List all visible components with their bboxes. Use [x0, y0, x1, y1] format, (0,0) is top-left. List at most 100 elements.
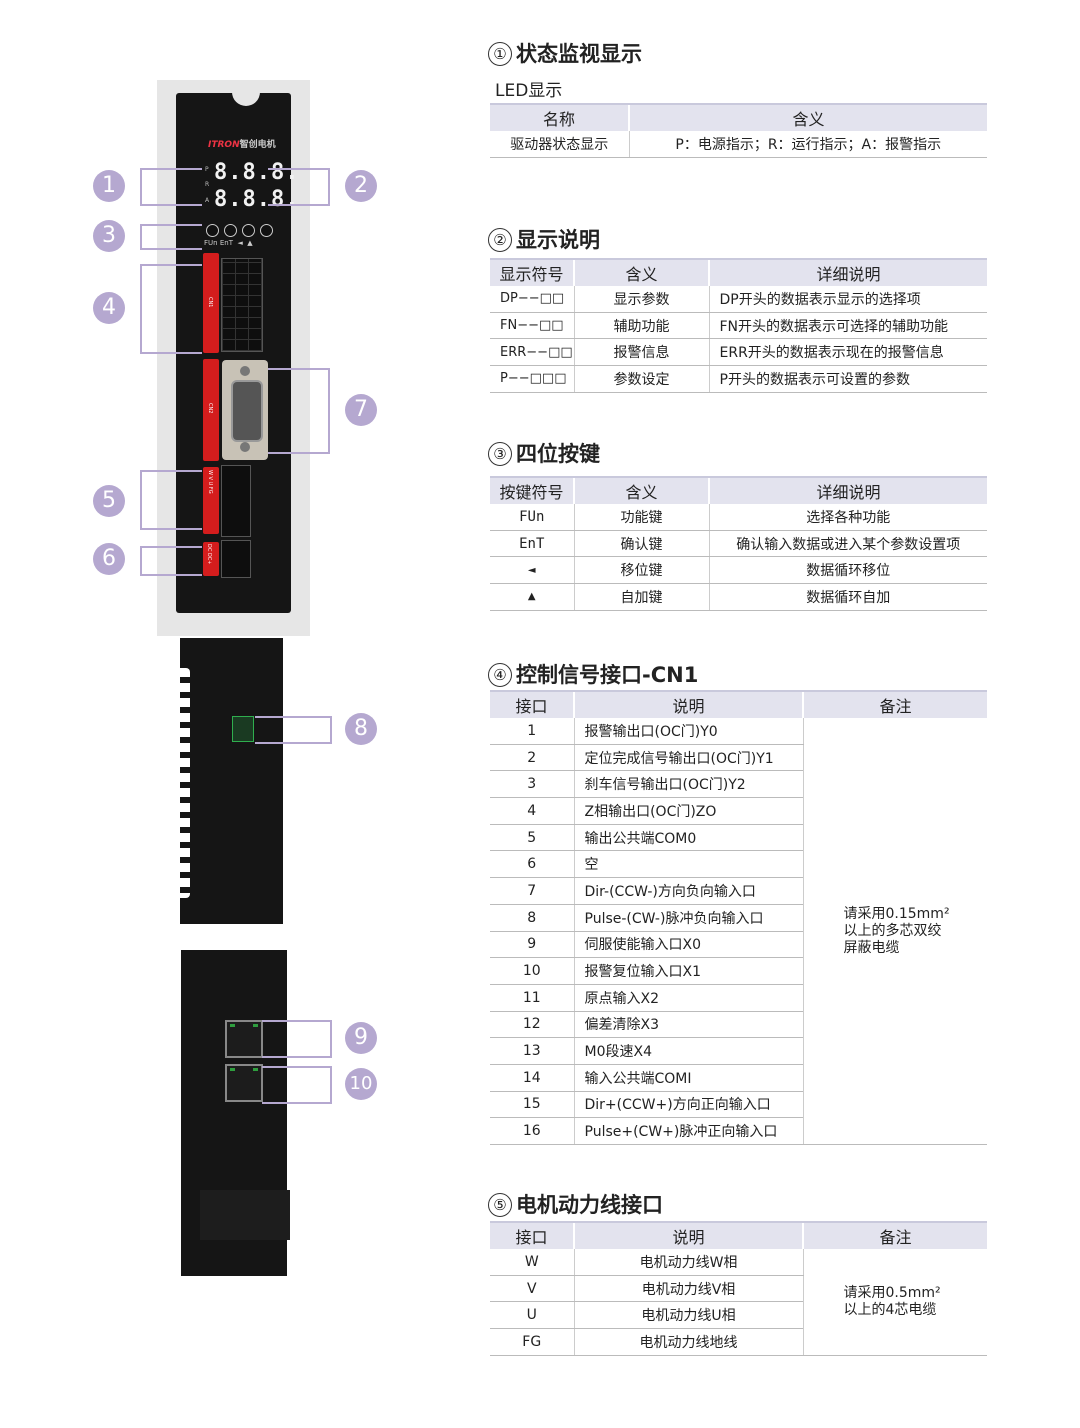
pin-note-line: 请采用0.5mm² — [843, 1284, 941, 1301]
pin-note-line: 请采用0.15mm² — [843, 905, 950, 922]
sec3-header: 详细说明 — [708, 476, 987, 504]
seven-seg-display-bottom: 8.8.8. — [214, 187, 300, 212]
pin-description: 空 — [573, 850, 803, 879]
side-view-fins — [180, 668, 190, 898]
callout-3: 3 — [93, 220, 125, 252]
sec1-header-name: 名称 — [490, 103, 629, 131]
pin-note-line: 以上的多芯双绞 — [843, 922, 942, 939]
sec5-header: 接口 — [490, 1221, 574, 1249]
sec2-cell: 辅助功能 — [573, 312, 709, 340]
callout-6: 6 — [93, 543, 125, 575]
fun-key[interactable] — [206, 224, 219, 237]
pin-number: 16 — [490, 1117, 574, 1145]
callout-3-bracket — [140, 224, 202, 250]
pin-number: 1 — [490, 718, 574, 745]
sec2-cell: 报警信息 — [573, 338, 709, 367]
ent-key[interactable] — [224, 224, 237, 237]
cn2-db9-connector[interactable] — [222, 360, 268, 460]
led-r-label: R — [205, 181, 210, 188]
pin-description: Dir-(CCW-)方向负向输入口 — [573, 877, 803, 905]
callout-2: 2 — [345, 170, 377, 202]
side-green-connector[interactable] — [232, 716, 254, 742]
cn1-red-strip: CN1 — [203, 253, 219, 353]
callout-4-bracket — [140, 264, 202, 354]
pin-description: Pulse-(CW-)脉冲负向输入口 — [573, 904, 803, 932]
callout-10-bracket — [262, 1066, 332, 1104]
sec5-header: 备注 — [802, 1221, 987, 1249]
sec2-cell: DP−−□□ — [490, 286, 574, 313]
callout-7-bracket — [268, 368, 330, 454]
sec2-cell: P开头的数据表示可设置的参数 — [708, 365, 987, 393]
pin-description: 电机动力线W相 — [573, 1249, 803, 1276]
pin-number: 10 — [490, 957, 574, 985]
sec2-cell: FN−−□□ — [490, 312, 574, 340]
sec3-key-symbol: ▲ — [490, 583, 574, 611]
callout-1-bracket — [140, 168, 202, 206]
pin-description: Z相输出口(OC门)ZO — [573, 797, 803, 825]
power-red-strip — [203, 467, 219, 534]
rj45-port-upper[interactable] — [225, 1020, 263, 1058]
pin-number: 2 — [490, 744, 574, 772]
sec2-cell: ERR−−□□ — [490, 338, 574, 367]
sec1-header-meaning: 含义 — [628, 103, 987, 131]
pin-description: Dir+(CCW+)方向正向输入口 — [573, 1091, 803, 1119]
callout-10: 10 — [345, 1068, 377, 1100]
pin-number: 8 — [490, 904, 574, 932]
pin-number: 4 — [490, 797, 574, 825]
pin-number: 7 — [490, 877, 574, 905]
sec2-cell: 显示参数 — [573, 286, 709, 313]
callout-6-bracket — [140, 546, 202, 576]
callout-9: 9 — [345, 1022, 377, 1054]
sec3-key-symbol: ◄ — [490, 556, 574, 585]
sec3-key-symbol: EnT — [490, 530, 574, 558]
sec2-cell: 参数设定 — [573, 365, 709, 393]
left-key[interactable] — [242, 224, 255, 237]
sec2-header: 显示符号 — [490, 258, 574, 286]
pin-number: 13 — [490, 1037, 574, 1065]
pin-number: 9 — [490, 931, 574, 959]
up-key[interactable] — [260, 224, 273, 237]
pin-description: 报警输出口(OC门)Y0 — [573, 718, 803, 745]
sec3-cell: 确认输入数据或进入某个参数设置项 — [708, 530, 987, 558]
sec3-cell: 数据循环自加 — [708, 583, 987, 611]
cn1-connector[interactable] — [221, 258, 263, 352]
pin-description: 电机动力线V相 — [573, 1275, 803, 1303]
pin-number: 5 — [490, 824, 574, 852]
sec1-cell: 驱动器状态显示 — [490, 131, 629, 158]
pin-number: U — [490, 1301, 574, 1330]
callout-1: 1 — [93, 170, 125, 202]
brand-logo: ITRON智创电机 — [208, 140, 276, 150]
callout-8-bracket — [255, 716, 332, 744]
pin-description: 输出公共端COM0 — [573, 824, 803, 852]
pin-description: 原点输入X2 — [573, 984, 803, 1012]
pin-note-line: 以上的4芯电缆 — [843, 1301, 937, 1318]
sec3-cell: 功能键 — [573, 504, 709, 531]
dc-labels: DC DC+ — [206, 544, 212, 565]
power-terminal[interactable] — [221, 465, 251, 537]
rj45-port-lower[interactable] — [225, 1064, 263, 1102]
key-labels: FUn EnT ◄ ▲ — [204, 239, 253, 247]
pin-number: FG — [490, 1328, 574, 1356]
dc-terminal[interactable] — [221, 540, 251, 578]
sec2-cell: P−−□□□ — [490, 365, 574, 393]
sec3-key-symbol: FUn — [490, 504, 574, 531]
led-a-label: A — [205, 197, 210, 204]
dc-red-strip — [203, 542, 219, 576]
